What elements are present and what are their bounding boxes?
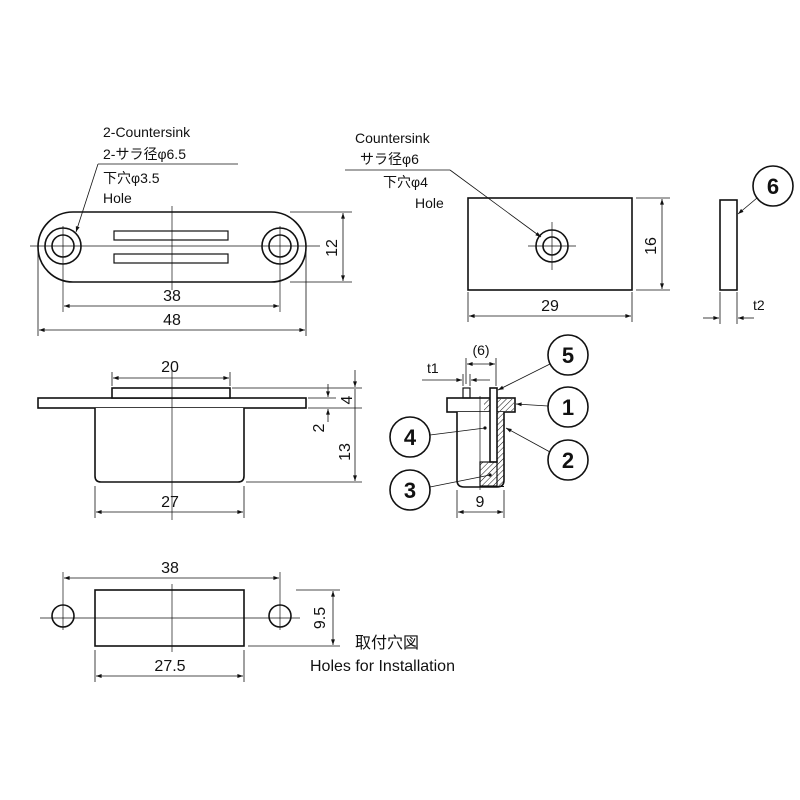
balloon-4 bbox=[389, 416, 431, 458]
part-6-plate bbox=[719, 199, 738, 291]
dim-2: 2 bbox=[311, 423, 328, 432]
callout-line-1: Countersink bbox=[355, 130, 431, 146]
balloon-5 bbox=[547, 334, 589, 376]
slot-upper bbox=[113, 230, 229, 241]
balloon-2 bbox=[547, 439, 589, 481]
balloon-2-label: 2 bbox=[562, 448, 574, 473]
dim-9: 9 bbox=[476, 494, 485, 511]
dim-hole-pitch-38: 38 bbox=[163, 288, 181, 305]
dim-height-16: 16 bbox=[643, 237, 660, 255]
callout-line-2: 2-サラ径φ6.5 bbox=[103, 146, 186, 162]
dim-height-12: 12 bbox=[324, 239, 341, 257]
dim-6: (6) bbox=[472, 342, 489, 358]
part-6-side-view: 6 t2 bbox=[703, 165, 794, 324]
slot-lower bbox=[113, 253, 229, 264]
callout-line-4: Hole bbox=[103, 190, 132, 206]
dim-4: 4 bbox=[339, 395, 356, 404]
top-left-plan-view: 12 38 48 2-Countersink 2-サラ径φ6.5 下穴φ3.5 … bbox=[30, 124, 352, 336]
balloon-1 bbox=[547, 386, 589, 428]
dim-27-5: 27.5 bbox=[154, 658, 185, 675]
balloon-5-label: 5 bbox=[562, 343, 574, 368]
part-3 bbox=[479, 461, 498, 487]
callout-line-4: Hole bbox=[415, 195, 444, 211]
section-view: t1 (6) 9 5 1 4 2 3 bbox=[389, 334, 589, 518]
installation-view: 38 27.5 9.5 取付穴図 Holes for Installation bbox=[40, 560, 455, 682]
dim-length-48: 48 bbox=[163, 312, 181, 329]
install-title-jp: 取付穴図 bbox=[355, 634, 419, 652]
balloon-6-label: 6 bbox=[767, 174, 779, 199]
plate-5 bbox=[489, 387, 498, 463]
install-title-en: Holes for Installation bbox=[310, 658, 455, 675]
top-right-plan-view: 16 29 Countersink サラ径φ6 下穴φ4 Hole bbox=[345, 130, 670, 322]
pin bbox=[462, 387, 471, 399]
dim-38: 38 bbox=[161, 560, 179, 577]
dim-27: 27 bbox=[161, 494, 179, 511]
front-view: 20 27 4 13 2 bbox=[37, 359, 362, 520]
balloon-6 bbox=[752, 165, 794, 207]
dim-t2: t2 bbox=[753, 297, 765, 313]
balloon-1-label: 1 bbox=[562, 395, 574, 420]
balloon-4-label: 4 bbox=[404, 425, 417, 450]
dim-13: 13 bbox=[337, 443, 354, 461]
dim-t1: t1 bbox=[427, 360, 439, 376]
dim-20: 20 bbox=[161, 359, 179, 376]
balloon-3 bbox=[389, 469, 431, 511]
callout-line-1: 2-Countersink bbox=[103, 124, 191, 140]
callout-line-2: サラ径φ6 bbox=[360, 151, 419, 167]
body bbox=[94, 408, 245, 483]
dim-9-5: 9.5 bbox=[312, 607, 329, 629]
callout-line-3: 下穴φ4 bbox=[383, 174, 428, 190]
balloon-3-label: 3 bbox=[404, 478, 416, 503]
callout-line-3: 下穴φ3.5 bbox=[103, 170, 160, 186]
top-block bbox=[111, 387, 231, 399]
dim-width-29: 29 bbox=[541, 298, 559, 315]
